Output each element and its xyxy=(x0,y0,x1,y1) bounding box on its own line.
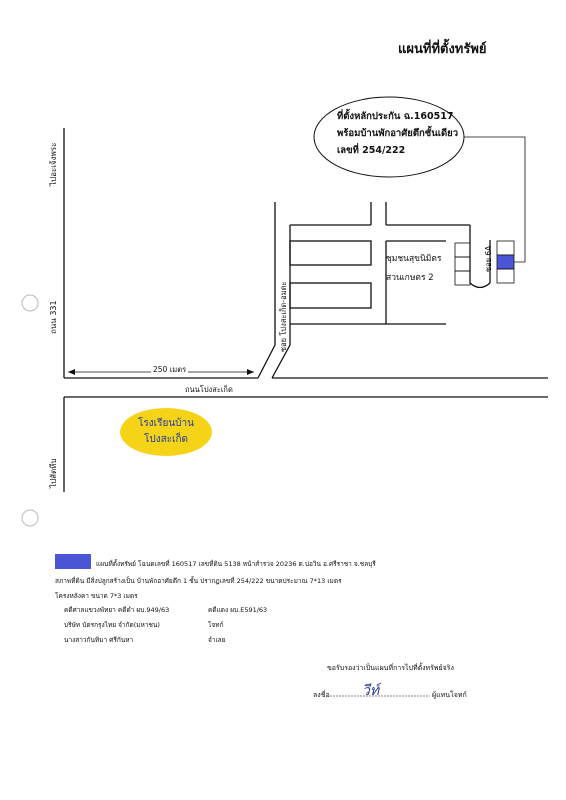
signature-handwriting: วีท์ xyxy=(362,683,380,699)
road-label-bottom: ไปสัตหีบ xyxy=(49,458,58,488)
school-ellipse xyxy=(120,408,212,456)
soi-6a-end xyxy=(469,282,491,289)
road-label-331: ถนน 331 xyxy=(49,300,58,334)
road-label-top: ไปอะเจ้งพระ xyxy=(49,142,58,186)
defendant-role: จำเลย xyxy=(208,636,226,644)
legend-line-1: แผนที่ตั้งทรัพย์ โฉนดเลขที่ 160517 เลขที… xyxy=(96,560,376,568)
village-line-2: สวนเกษตร 2 xyxy=(386,273,434,283)
callout-line-2: พร้อมบ้านพักอาศัยตึกชั้นเดียว xyxy=(337,128,459,139)
signature-label: ลงชื่อ xyxy=(313,691,330,699)
case-right: คดีแดง ผบ.E591/63 xyxy=(208,606,268,614)
page-title: แผนที่ที่ตั้งทรัพย์ xyxy=(398,42,487,57)
soi-pong-label: ซอย โปงสะเก็ด-อมตะ xyxy=(279,281,288,352)
soi-6a-label: ซอย 6A xyxy=(484,245,493,272)
school-line-1: โรงเรียนบ้าน xyxy=(138,418,194,429)
lot-left-2 xyxy=(454,256,471,272)
legend-swatch xyxy=(55,554,91,569)
school-line-2: โปงสะเก็ด xyxy=(143,434,189,445)
lot-right-2-target xyxy=(496,254,515,270)
defendant-name: นางสาวกันทิมา ศรีกันหา xyxy=(64,636,134,644)
lot-right-3 xyxy=(496,268,515,284)
soi-pong-left-edge xyxy=(257,202,276,379)
lot-right-1 xyxy=(496,240,515,256)
callout-line-3: เลขที่ 254/222 xyxy=(337,145,406,156)
case-left: คดีศาลแขวงพัทยา คดีดำ ผบ.949/63 xyxy=(64,606,170,614)
lot-left-1 xyxy=(454,242,471,258)
distance-arrow-left-head xyxy=(68,369,75,375)
road-main-label: ถนนโปงสะเก็ด xyxy=(185,385,233,394)
plaintiff-role: โจทก์ xyxy=(208,621,224,629)
callout-line-1: ที่ตั้งหลักประกัน ฉ.160517 xyxy=(337,111,454,122)
certify-text: ขอรับรองว่าเป็นแผนที่การไปที่ตั้งทรัพย์จ… xyxy=(327,664,454,672)
block-1 xyxy=(289,240,372,266)
legend-line-2: สภาพที่ดิน มีสิ่งปลูกสร้างเป็น บ้านพักอา… xyxy=(55,577,342,585)
village-line-1: ชุมชนสุขนิมิตร xyxy=(386,254,442,264)
school-label: โรงเรียนบ้าน โปงสะเก็ด xyxy=(120,416,212,448)
punch-hole-top xyxy=(21,294,39,312)
plaintiff-name: บริษัท บัตรกรุงไทย จำกัด(มหาชน) xyxy=(64,621,160,629)
signature-name: ผู้แทนโจทก์ xyxy=(432,691,467,699)
legend-line-3: โครงหลังคา ขนาด 7*3 เมตร xyxy=(55,592,138,600)
punch-hole-bottom xyxy=(21,509,39,527)
lot-left-3 xyxy=(454,270,471,286)
callout-leader xyxy=(464,136,526,263)
distance-label: 250 เมตร xyxy=(151,364,189,376)
block-2 xyxy=(289,282,372,309)
distance-arrow-right-head xyxy=(247,369,254,375)
